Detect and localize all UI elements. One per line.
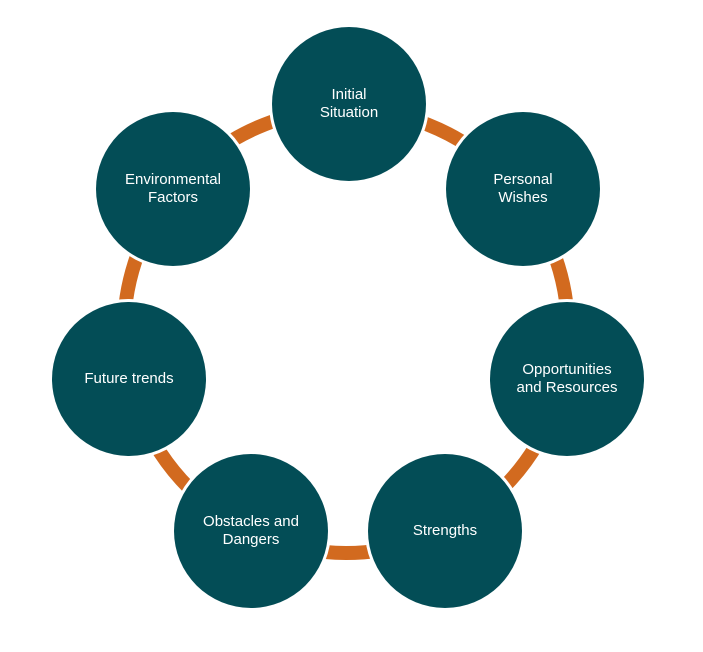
node-label: Opportunities and Resources (516, 361, 618, 396)
node-label: Environmental Factors (125, 171, 221, 206)
node-personal-wishes: Personal Wishes (446, 112, 600, 266)
node-strengths: Strengths (368, 454, 522, 608)
node-opportunities-and-resources: Opportunities and Resources (490, 302, 644, 456)
node-initial-situation: Initial Situation (272, 27, 426, 181)
node-label: Personal Wishes (493, 171, 553, 206)
node-label: Obstacles and Dangers (203, 513, 299, 548)
node-label: Strengths (412, 522, 478, 539)
node-label: Initial Situation (319, 86, 379, 121)
node-obstacles-and-dangers: Obstacles and Dangers (174, 454, 328, 608)
node-future-trends: Future trends (52, 302, 206, 456)
node-environmental-factors: Environmental Factors (96, 112, 250, 266)
node-label: Future trends (84, 370, 174, 387)
